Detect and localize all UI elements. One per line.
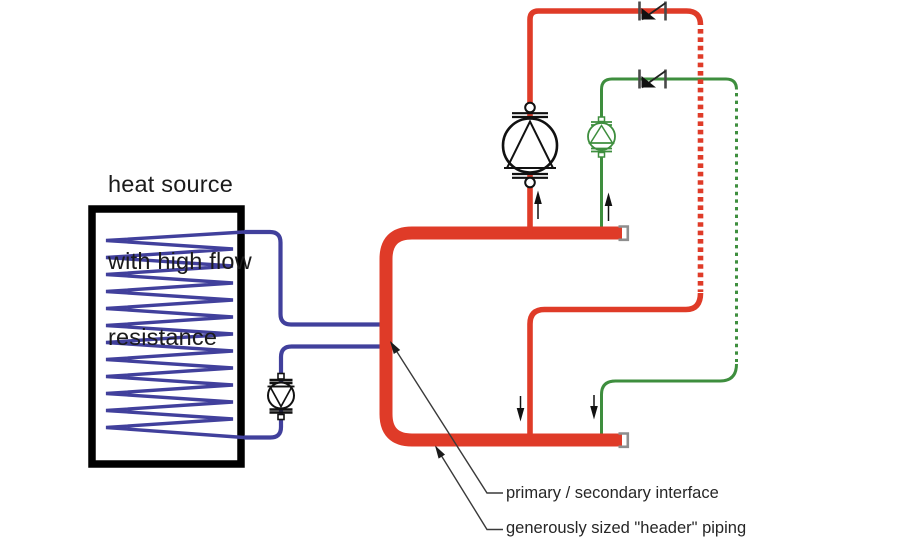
leader-arrowhead-icon [390,341,401,354]
header-end-caps [618,225,630,449]
pump-bolt-top [524,101,536,114]
swing-check-valve-icon [638,1,667,21]
pipe-end-cap-bracket-icon [618,225,630,242]
pump-bolt-top [597,116,606,123]
flow-direction-down-arrow-icon [516,396,525,422]
secondary-circulator-pump-icon [587,116,616,158]
pump-bolt-top [277,372,285,380]
heat-source-label-line-2: with high flow [108,247,252,274]
primary-header-pipe [379,226,622,447]
circuit1-return-pipe [527,292,704,435]
leader-arrowhead-icon [435,445,445,459]
primary-header-and-circuit1-pipes [379,8,704,447]
flow-direction-up-arrow-icon [534,190,542,219]
flow-direction-up-arrow-icon [604,192,613,221]
heat-source-circulator-pump-icon [267,372,295,421]
pipe-end-cap-bracket-icon [618,432,630,449]
check-valves [638,1,667,89]
leader-line-header-piping [435,446,503,531]
header-piping-label: generously sized "header" piping [506,519,747,537]
pump-body [501,117,559,174]
primary-secondary-interface-label: primary / secondary interface [506,484,719,502]
flow-arrows [516,190,613,422]
heat-source-label: heat source with high flow resistance [108,121,252,402]
circuit2-return-pipe [600,363,738,436]
pump-bolt-bottom [524,176,536,189]
callout-leaders [390,341,503,531]
secondary-circuit-2-pipes [600,77,738,436]
pump-body [587,122,616,151]
flow-direction-down-arrow-icon [590,395,598,420]
leader-line-primary-secondary [390,342,503,494]
heat-exchanger-coil-icon [105,230,245,440]
pump-bolt-bottom [597,151,606,158]
heat-source-supply-pipe [244,229,381,327]
heat-source-label-line-1: heat source [108,171,234,197]
circuit1-supply-riser-pipe [527,8,704,234]
heat-source-label-line-3: resistance [108,324,218,350]
primary-circulator-pump-icon [501,101,559,189]
heat-source-return-pipe [244,344,381,440]
circuit2-supply-riser-pipe [600,77,738,234]
pump-bolt-bottom [277,413,285,421]
swing-check-valve-icon [638,69,667,89]
